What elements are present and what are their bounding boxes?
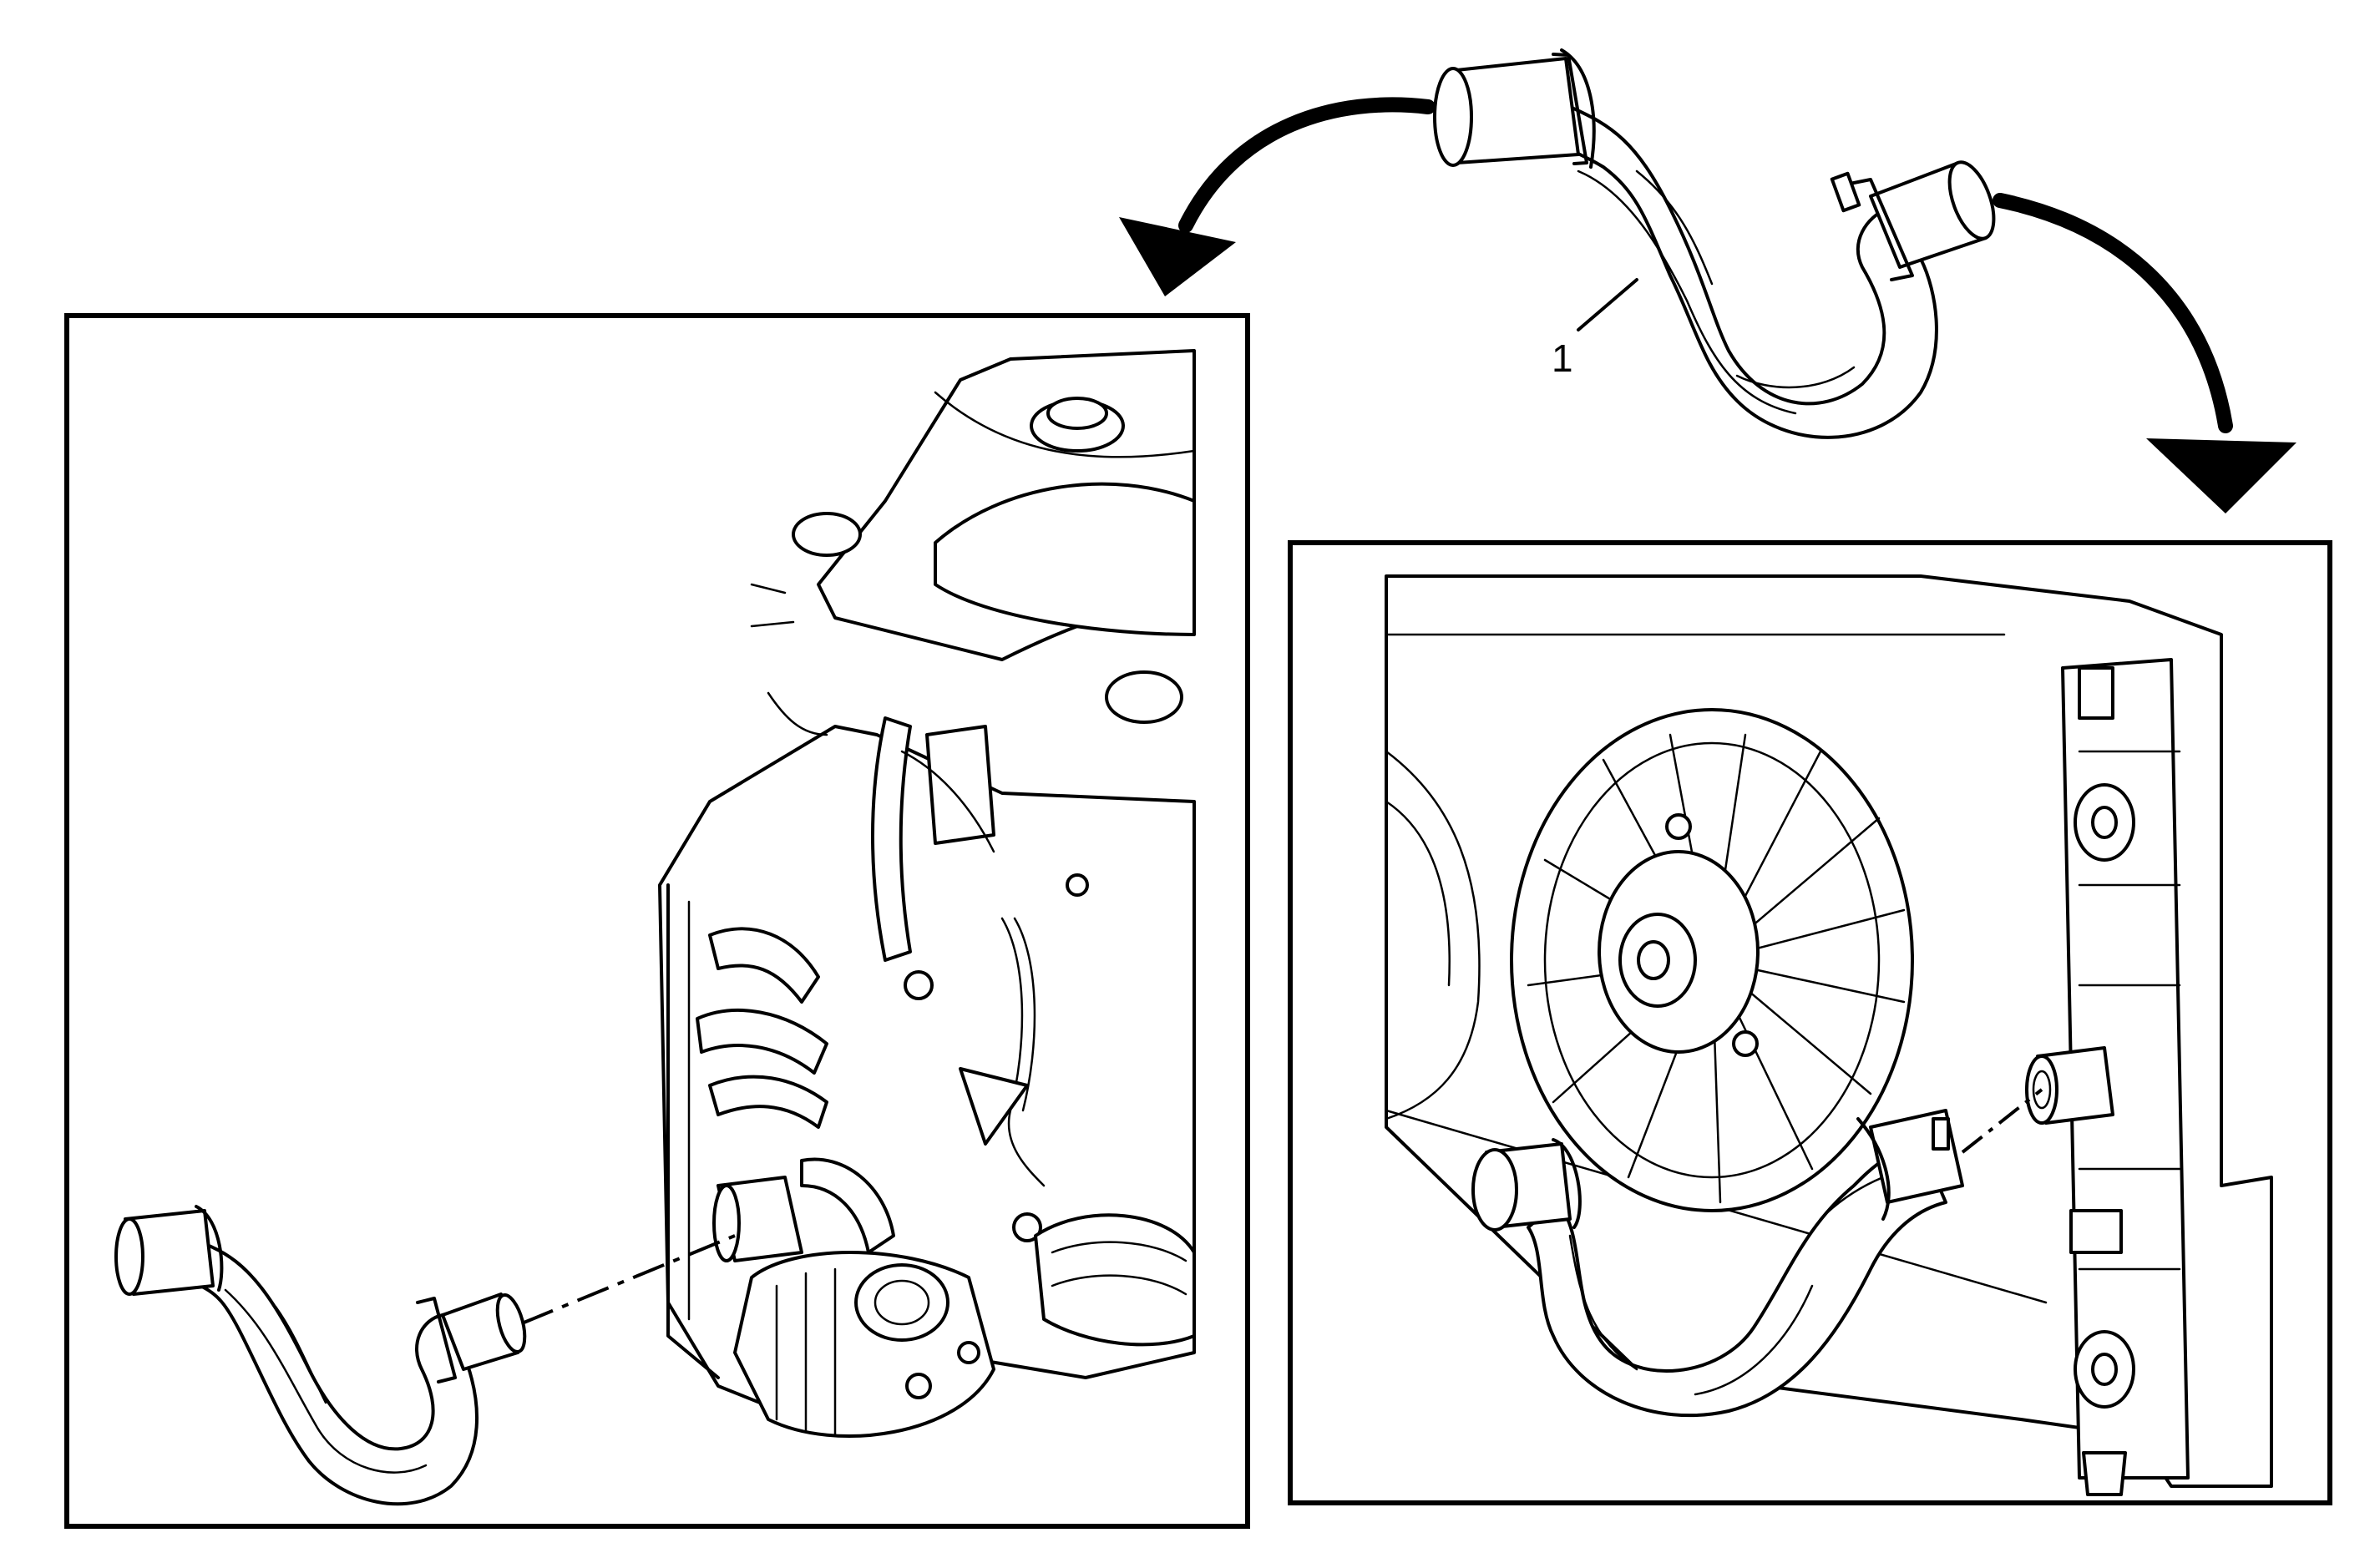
hose-upper-end xyxy=(1433,48,1596,169)
radiator-hose-illustration: 1 xyxy=(1433,48,1996,439)
engine-view-illustration xyxy=(658,349,1196,1438)
left-curved-arrow xyxy=(1119,97,1436,296)
engine-alignment-line xyxy=(521,1234,736,1325)
radiator-view-illustration xyxy=(1385,574,2273,1496)
radiator-alignment-line xyxy=(1961,1088,2043,1154)
engine-view-panel xyxy=(64,313,1250,1529)
hose-lower-end xyxy=(1830,160,1996,281)
callout-leader xyxy=(1577,278,1638,331)
engine-view-hose xyxy=(114,1205,527,1506)
radiator-inlet-neck xyxy=(2025,1046,2114,1125)
right-curved-arrow xyxy=(1993,193,2296,513)
callout-label-1: 1 xyxy=(1552,336,1573,380)
radiator-view-hose xyxy=(1471,1109,1964,1418)
radiator-view-panel xyxy=(1288,540,2332,1505)
fan-assembly xyxy=(1510,708,1914,1212)
